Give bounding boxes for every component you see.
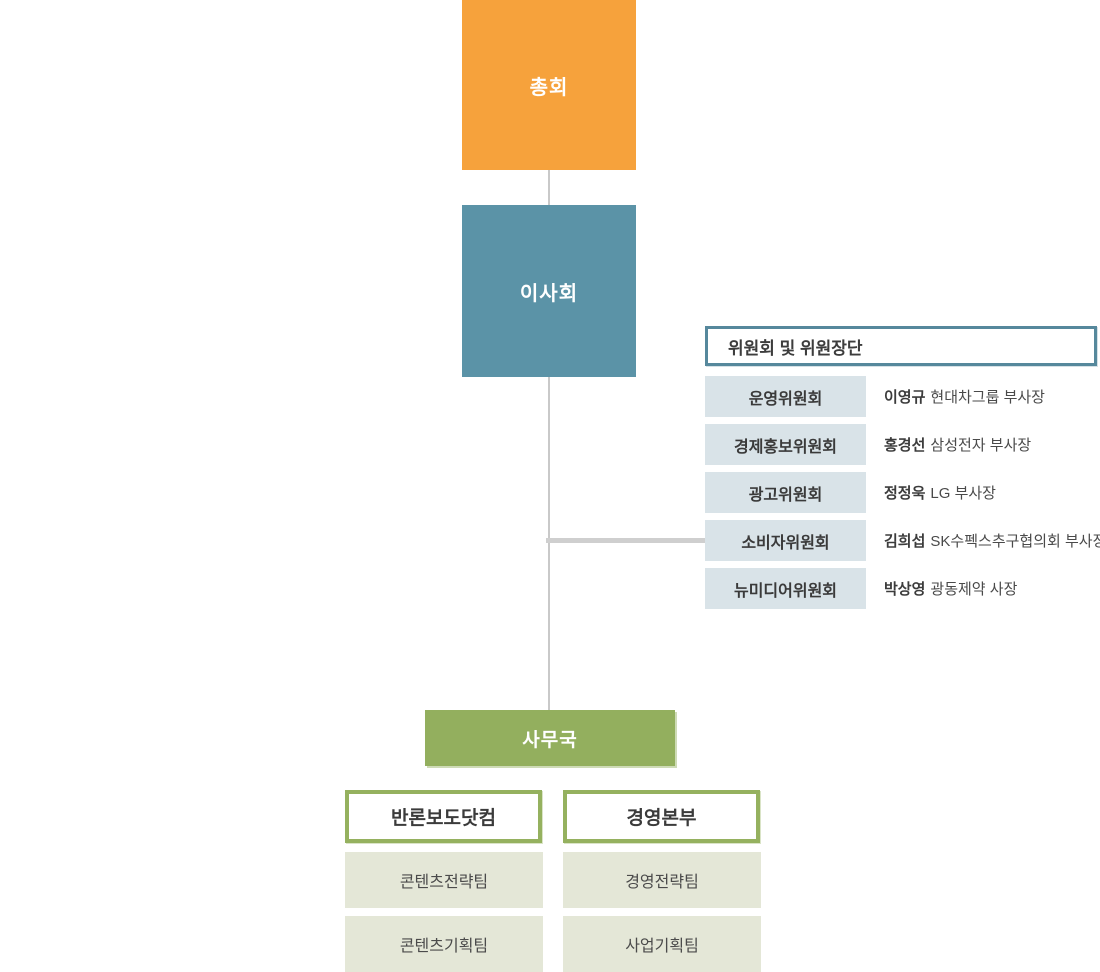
team-box: 콘텐츠전략팀 <box>345 852 543 908</box>
committee-name-box: 뉴미디어위원회 <box>705 568 866 609</box>
committee-name: 운영위원회 <box>748 390 823 408</box>
committee-name: 경제홍보위원회 <box>733 438 838 456</box>
node-general-assembly-label: 총회 <box>529 76 569 99</box>
node-secretariat-label: 사무국 <box>522 729 578 751</box>
chair-name: 김희섭 <box>884 533 926 550</box>
committees-panel-title: 위원회 및 위원장단 <box>705 326 1097 366</box>
team-label: 경영전략팀 <box>625 874 699 891</box>
committee-name-box: 운영위원회 <box>705 376 866 417</box>
chair-title: 광동제약 사장 <box>930 581 1018 598</box>
node-general-assembly: 총회 <box>462 0 636 170</box>
committee-name: 소비자위원회 <box>741 534 830 552</box>
team-box: 콘텐츠기획팀 <box>345 916 543 972</box>
committee-name: 뉴미디어위원회 <box>733 582 838 600</box>
chair-title: 삼성전자 부사장 <box>930 437 1032 454</box>
chair-title: SK수펙스추구협의회 부사장 <box>930 533 1100 550</box>
committee-name-box: 광고위원회 <box>705 472 866 513</box>
team-label: 콘텐츠전략팀 <box>399 874 489 891</box>
chair-name: 이영규 <box>884 389 926 406</box>
connector-board-secretariat <box>548 377 550 710</box>
division-management: 경영본부 <box>563 790 760 843</box>
team-box: 사업기획팀 <box>563 916 761 972</box>
node-secretariat: 사무국 <box>425 710 675 766</box>
committee-name-box: 소비자위원회 <box>705 520 866 561</box>
committees-panel-title-label: 위원회 및 위원장단 <box>728 338 863 358</box>
node-board-of-directors-label: 이사회 <box>519 282 579 305</box>
chair-name: 홍경선 <box>884 437 926 454</box>
division-management-label: 경영본부 <box>626 808 697 829</box>
division-banronbodo: 반론보도닷컴 <box>345 790 542 843</box>
team-column-left: 콘텐츠전략팀 콘텐츠기획팀 <box>345 852 543 972</box>
connector-board-committees <box>546 538 705 543</box>
chair-title: 현대차그룹 부사장 <box>930 389 1045 406</box>
committee-name-box: 경제홍보위원회 <box>705 424 866 465</box>
committee-name: 광고위원회 <box>748 486 823 504</box>
team-box: 경영전략팀 <box>563 852 761 908</box>
team-label: 사업기획팀 <box>625 938 699 955</box>
division-banronbodo-label: 반론보도닷컴 <box>391 808 496 829</box>
team-label: 콘텐츠기획팀 <box>399 938 489 955</box>
chair-name: 정정욱 <box>884 485 926 502</box>
chair-name: 박상영 <box>884 581 926 598</box>
team-column-right: 경영전략팀 사업기획팀 <box>563 852 761 972</box>
connector-assembly-board <box>548 170 550 205</box>
chair-title: LG 부사장 <box>930 485 996 502</box>
node-board-of-directors: 이사회 <box>462 205 636 377</box>
